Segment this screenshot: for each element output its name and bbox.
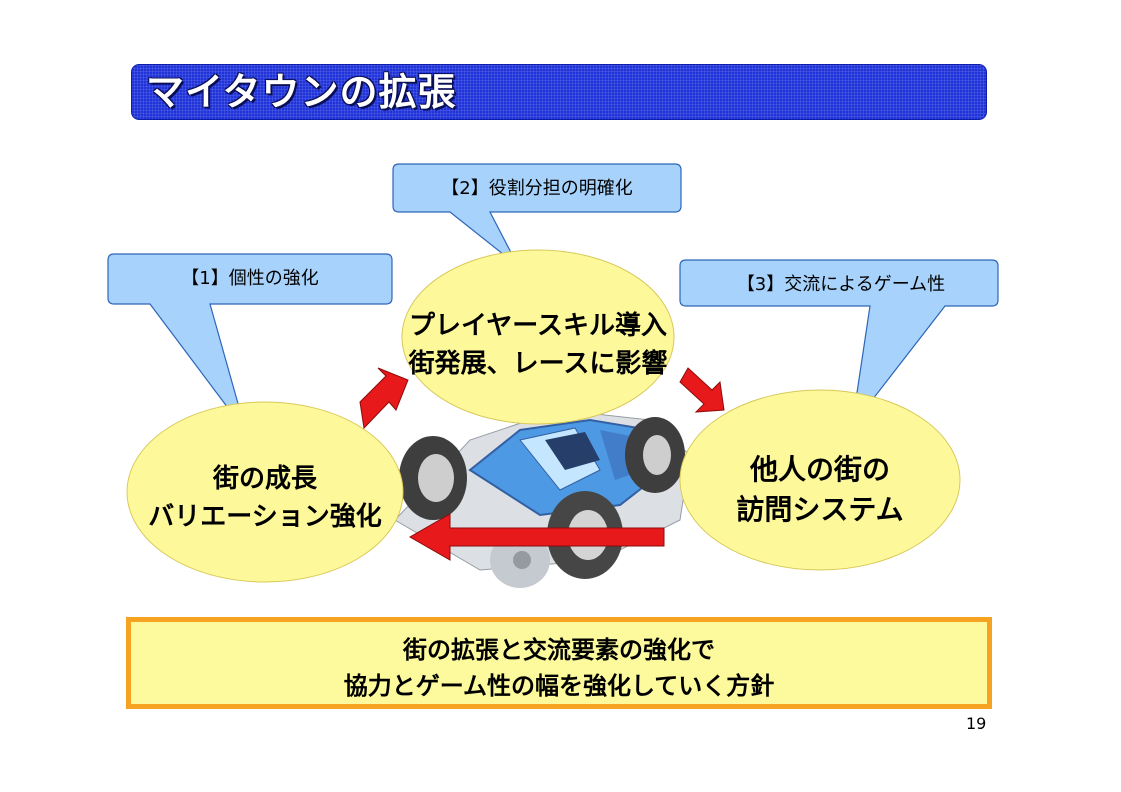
ellipse-center: [401, 249, 675, 425]
conclusion-box: 街の拡張と交流要素の強化で 協力とゲーム性の幅を強化していく方針: [126, 617, 992, 709]
title-bar: [131, 64, 987, 120]
arrow-right-to-left: [408, 513, 665, 561]
ellipse-right-line2: 訪問システム: [736, 493, 904, 526]
page-number: 19: [966, 714, 987, 733]
ellipse-center-line2: 街発展、レースに影響: [408, 349, 668, 379]
callout-3-label: 【3】交流によるゲーム性: [736, 274, 946, 295]
arrow-center-to-right: [679, 367, 725, 413]
slide-title: マイタウンの拡張: [146, 70, 457, 114]
callout-2-bubble: [392, 163, 682, 267]
callout-1-bubble: [107, 253, 393, 433]
callout-2-label: 【2】役割分担の明確化: [441, 178, 633, 199]
callout-3-bubble: [679, 259, 999, 429]
ellipse-right: [679, 389, 961, 571]
arrow-left-to-center: [359, 367, 409, 430]
ellipse-left-line2: バリエーション強化: [148, 502, 382, 532]
conclusion-line2: 協力とゲーム性の幅を強化していく方針: [343, 672, 775, 700]
callout-1-label: 【1】個性の強化: [181, 268, 319, 289]
ellipse-left: [126, 401, 404, 583]
conclusion-line1: 街の拡張と交流要素の強化で: [403, 636, 715, 664]
ellipse-right-line1: 他人の街の: [749, 453, 890, 486]
ellipse-center-line1: プレイヤースキル導入: [409, 311, 667, 341]
ellipse-left-line1: 街の成長: [212, 464, 317, 494]
race-car-image: [394, 409, 691, 588]
